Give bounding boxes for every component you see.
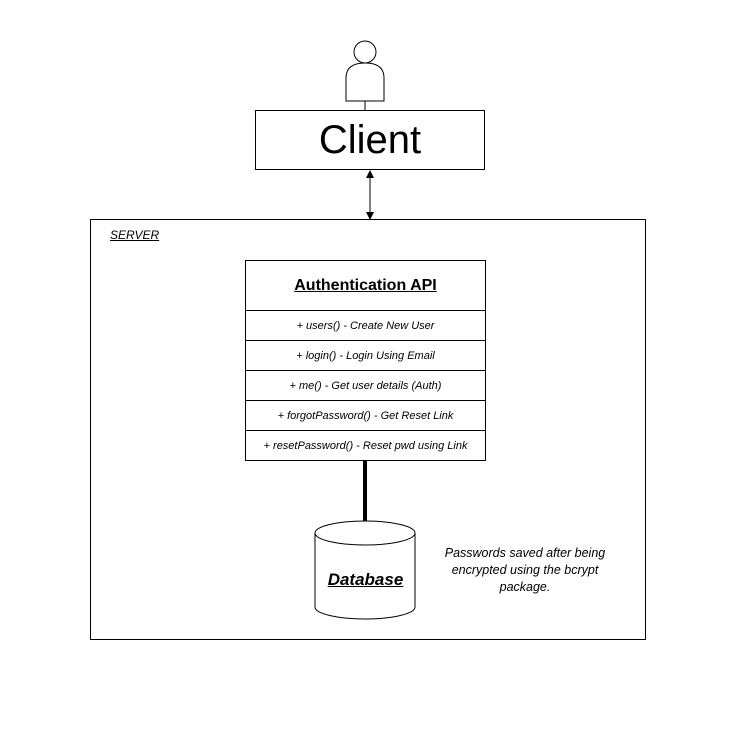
api-method-reset-password: + resetPassword() - Reset pwd using Link xyxy=(246,431,485,461)
server-label: SERVER xyxy=(110,228,160,242)
encryption-note: Passwords saved after being encrypted us… xyxy=(444,546,606,594)
database-cylinder-icon xyxy=(314,520,416,620)
api-title-text: Authentication API xyxy=(294,276,437,294)
api-method-me: + me() - Get user details (Auth) xyxy=(246,371,485,401)
client-label: Client xyxy=(318,117,422,162)
api-method-login: + login() - Login Using Email xyxy=(246,341,485,371)
api-method-text: + forgotPassword() - Get Reset Link xyxy=(277,409,454,422)
user-icon xyxy=(345,40,385,102)
client-box[interactable]: Client xyxy=(255,110,485,170)
api-title: Authentication API xyxy=(246,261,485,311)
authentication-api-class[interactable]: Authentication API + users() - Create Ne… xyxy=(245,260,486,461)
database-label: Database xyxy=(327,570,404,589)
server-container xyxy=(90,219,646,640)
api-method-text: + users() - Create New User xyxy=(296,319,435,332)
api-method-users: + users() - Create New User xyxy=(246,311,485,341)
api-method-text: + me() - Get user details (Auth) xyxy=(289,379,442,392)
api-method-forgot-password: + forgotPassword() - Get Reset Link xyxy=(246,401,485,431)
api-method-text: + resetPassword() - Reset pwd using Link xyxy=(263,440,468,452)
api-method-text: + login() - Login Using Email xyxy=(296,349,435,362)
